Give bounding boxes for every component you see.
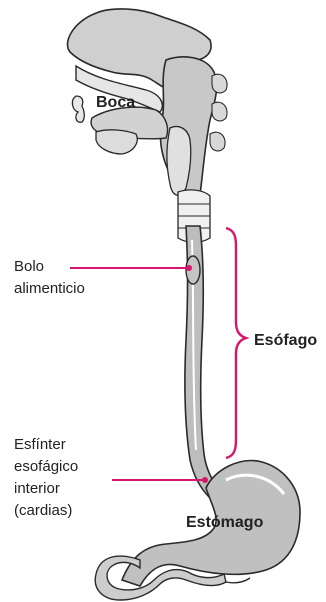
label-esofago: Esófago (254, 330, 317, 352)
label-esfinter-line-3: interior (14, 478, 78, 500)
label-esfinter-line-1: Esfínter (14, 434, 78, 456)
label-esfinter-line-2: esofágico (14, 456, 78, 478)
label-boca: Boca (96, 92, 135, 114)
vertebrae (210, 74, 227, 151)
jaw (96, 130, 137, 154)
lips (72, 96, 84, 122)
esfinter-pointer-dot (202, 477, 208, 483)
label-esfinter: Esfínter esofágico interior (cardias) (14, 434, 78, 522)
label-bolo-line-1: Bolo (14, 256, 85, 278)
larynx (167, 127, 191, 196)
bolo-pointer-dot (186, 265, 192, 271)
label-esfinter-line-4: (cardias) (14, 500, 78, 522)
label-bolo-line-2: alimenticio (14, 278, 85, 300)
label-bolo-alimenticio: Bolo alimenticio (14, 256, 85, 300)
label-estomago: Estómago (186, 512, 263, 534)
intestine-tail (226, 578, 250, 583)
esophagus-brace (226, 228, 246, 458)
